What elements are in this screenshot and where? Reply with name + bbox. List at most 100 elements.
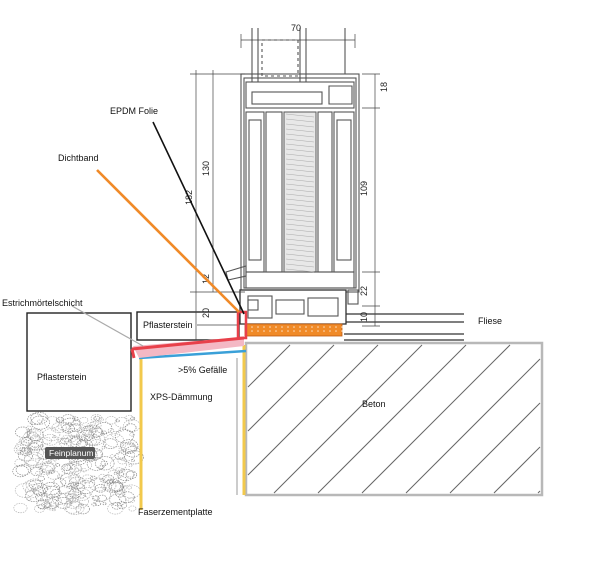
- gravel-grain: [63, 500, 82, 514]
- gravel-grain: [25, 430, 31, 435]
- dichtband-dot: [263, 330, 265, 332]
- dichtband-dot: [311, 330, 313, 332]
- dichtband-dot: [263, 326, 265, 328]
- concrete-slab: [244, 341, 544, 497]
- gravel-grain: [28, 442, 40, 451]
- gravel-grain: [86, 437, 98, 446]
- gravel-grain: [119, 439, 139, 453]
- gravel-grain: [94, 456, 115, 471]
- dichtband-dot: [323, 330, 325, 332]
- gravel-grain: [110, 458, 127, 471]
- gravel-grain: [69, 436, 77, 442]
- dichtband-dot: [311, 326, 313, 328]
- gravel-grain: [72, 416, 79, 422]
- epdm-folie-label: EPDM Folie: [110, 106, 158, 116]
- gravel-grain: [52, 493, 69, 505]
- gravel-grain: [66, 461, 82, 473]
- gravel-grain: [124, 414, 134, 422]
- dichtband-dot: [323, 326, 325, 328]
- gravel-grain: [25, 489, 43, 502]
- dim-18: 18: [379, 82, 389, 92]
- gravel-grain: [14, 483, 36, 498]
- gravel-grain: [88, 426, 104, 438]
- gravel-grain: [36, 419, 42, 424]
- gravel-grain: [89, 420, 102, 430]
- gravel-feinplanum-area: [12, 411, 144, 515]
- gravel-grain: [13, 443, 29, 455]
- gravel-grain: [30, 411, 49, 425]
- concrete-hatch-line: [317, 344, 467, 494]
- dichtband-dot: [257, 326, 259, 328]
- gravel-grain: [46, 460, 51, 465]
- gravel-grain: [29, 432, 39, 439]
- glass-hatch-line: [285, 138, 315, 143]
- dichtband-leader-line: [96, 169, 240, 313]
- dichtband-dot: [281, 326, 283, 328]
- gravel-grain: [109, 454, 115, 458]
- gravel-grain: [102, 474, 115, 484]
- gravel-grain: [108, 481, 124, 493]
- gravel-grain: [81, 425, 96, 437]
- gravel-grain: [45, 502, 57, 511]
- gravel-grain: [125, 470, 138, 480]
- glass-hatch-line: [285, 178, 315, 183]
- glass-hatch-line: [285, 188, 315, 193]
- gravel-grain: [69, 435, 89, 449]
- glass-hatch-line: [285, 223, 315, 228]
- gravel-grain: [15, 464, 32, 476]
- gravel-grain: [121, 485, 128, 490]
- dimension-lines: [190, 34, 380, 340]
- gravel-grain: [98, 417, 104, 422]
- gravel-grain: [72, 488, 91, 501]
- glass-hatch-line: [285, 208, 315, 213]
- red-seal-under-frame: [236, 310, 248, 340]
- gravel-grain: [19, 447, 26, 452]
- glass-hatch-line: [285, 128, 315, 133]
- gravel-grain: [27, 459, 38, 468]
- gravel-grain: [101, 445, 106, 449]
- gravel-grain: [107, 502, 124, 515]
- gravel-grain: [65, 435, 82, 448]
- gravel-grain: [77, 440, 87, 448]
- glass-hatch-line: [285, 183, 315, 188]
- dichtband-dot: [305, 326, 307, 328]
- gravel-grain: [126, 470, 136, 478]
- gravel-grain: [51, 422, 67, 434]
- gravel-grain: [25, 425, 33, 431]
- gravel-grain: [22, 431, 40, 444]
- gravel-grain: [117, 457, 128, 465]
- gravel-grain: [124, 423, 137, 432]
- dim-130: 130: [201, 161, 211, 176]
- gravel-grain: [25, 436, 32, 441]
- dichtband-dot: [299, 326, 301, 328]
- dichtband-dot: [317, 330, 319, 332]
- gravel-grain: [43, 502, 52, 509]
- dichtband-strip: [244, 323, 343, 337]
- glass-hatch-line: [285, 218, 315, 223]
- epdm-leader-line: [152, 121, 245, 315]
- glass-hatch-line: [285, 173, 315, 178]
- gravel-grain: [27, 447, 45, 460]
- dim-20: 20: [201, 308, 211, 318]
- gravel-grain: [118, 427, 124, 432]
- gravel-grain: [32, 486, 47, 497]
- gefaelle-label: >5% Gefälle: [178, 365, 227, 375]
- glass-hatch-line: [285, 213, 315, 218]
- gravel-grain: [129, 442, 135, 447]
- concrete-hatch-line: [247, 344, 379, 476]
- concrete-hatch-line: [361, 344, 511, 494]
- gravel-grain: [26, 428, 44, 441]
- gravel-grain: [124, 450, 144, 465]
- gravel-grain: [118, 471, 125, 477]
- dichtband-dot: [269, 326, 271, 328]
- glass-hatch-line: [285, 158, 315, 163]
- dichtband-label: Dichtband: [58, 153, 99, 163]
- gravel-grain: [60, 463, 76, 475]
- feinplanum-label-box: [45, 447, 95, 459]
- gravel-grain: [52, 435, 56, 439]
- gravel-grain: [121, 484, 141, 499]
- glass-hatch-line: [285, 238, 315, 243]
- gravel-grain: [50, 489, 62, 498]
- gravel-grain: [107, 428, 115, 433]
- gravel-grain: [61, 463, 72, 472]
